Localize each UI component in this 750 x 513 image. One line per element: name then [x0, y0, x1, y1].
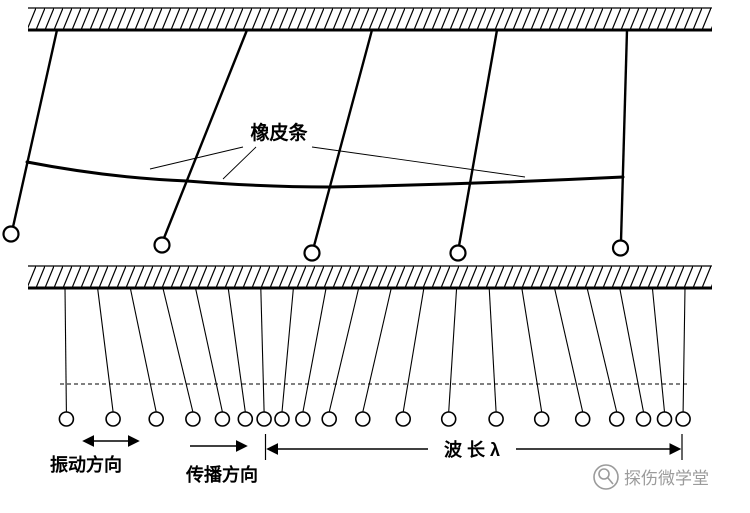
pendulum-string [162, 287, 194, 413]
leader-line [311, 146, 526, 178]
pendulum-bob [105, 411, 121, 427]
top-diagram: 橡皮条 [2, 7, 712, 262]
pendulum-string [682, 287, 686, 413]
pendulum-bob [148, 411, 164, 427]
ceiling-hatching [28, 266, 712, 288]
rubber-band-leader-lines [149, 146, 526, 180]
pendulum-bob [185, 411, 201, 427]
pendulum-bob [354, 411, 371, 427]
pendulum-bob [449, 244, 467, 262]
pendulum-bob [214, 411, 231, 427]
pendulum-bob [2, 225, 20, 243]
watermark: 探伤微学堂 [593, 464, 709, 490]
vibration-direction-label: 振动方向 [50, 454, 122, 475]
pendulum-string [302, 287, 327, 413]
pendulum-string [488, 287, 497, 413]
pendulum-string [227, 287, 246, 413]
pendulum-string [362, 287, 392, 413]
watermark-logo-icon [593, 464, 619, 490]
pendulum-string [457, 29, 499, 247]
rubber-band [25, 160, 625, 189]
pendulum-bob [533, 411, 550, 427]
pendulum-string [97, 287, 114, 413]
rubber-band-label: 橡皮条 [250, 121, 308, 144]
pendulum-bob [635, 411, 652, 427]
pendulum-string [586, 287, 618, 413]
pendulum-bob [488, 411, 504, 427]
leader-line [149, 146, 244, 170]
leader-line [222, 146, 257, 180]
pendulum-string [619, 287, 645, 413]
pendulum-string [11, 29, 59, 228]
pendulum-bob [395, 411, 412, 427]
pendulum-bob [274, 411, 290, 427]
pendulum-string [448, 287, 458, 413]
pendulum-bob [574, 411, 591, 427]
pendulum-string [129, 287, 157, 413]
pendulum-bob [256, 411, 272, 427]
watermark-magnifier-icon [598, 468, 610, 480]
wavelength-label-background [428, 438, 516, 460]
bottom-diagram: 振动方向 传播方向 波 长 λ [28, 265, 712, 485]
bottom-pendulums-group [58, 287, 691, 427]
pendulum-string [281, 287, 294, 413]
ceiling-bar-top [28, 7, 712, 32]
pendulum-string [402, 287, 425, 413]
pendulum-bob [58, 411, 75, 427]
pendulum-string [162, 29, 249, 239]
pendulum-bob [295, 411, 311, 427]
pendulum-string [651, 287, 666, 413]
pendulum-string [312, 29, 374, 247]
pendulum-string [194, 287, 223, 413]
pendulum-bob [608, 411, 625, 427]
pendulum-bob [440, 411, 457, 427]
pendulum-bob [153, 236, 171, 254]
pendulum-bob [611, 239, 630, 257]
pendulum-bob [321, 411, 338, 427]
ceiling-bar-bottom [28, 265, 712, 290]
pendulum-bob [656, 411, 673, 427]
wavelength-label: 波 长 λ [444, 439, 500, 460]
pendulum-bob [303, 244, 321, 262]
pendulum-string [619, 29, 629, 242]
watermark-text: 探伤微学堂 [624, 469, 709, 488]
watermark-magnifier-handle [607, 477, 614, 485]
propagation-direction-label: 传播方向 [185, 464, 258, 485]
pendulum-string [521, 287, 543, 413]
pendulum-bob [237, 411, 254, 427]
pendulum-string [553, 287, 584, 413]
pendulum-string [64, 287, 67, 413]
pendulum-bob [675, 411, 691, 427]
ceiling-hatching [28, 8, 712, 30]
pendulum-string [260, 287, 265, 413]
pendulum-string [328, 287, 360, 413]
top-pendulums-group [2, 29, 630, 262]
